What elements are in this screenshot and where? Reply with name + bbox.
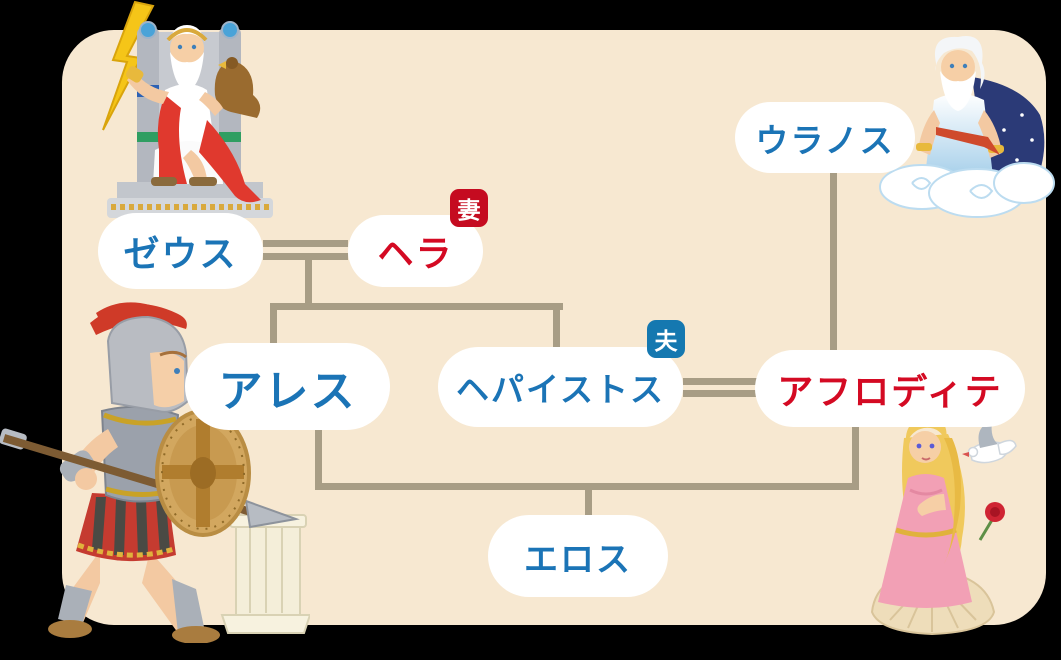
marriage-line-zeus-hera-2: [263, 253, 348, 260]
marriage-line-hephaestus-aphrodite-1: [683, 378, 757, 385]
node-hera: ヘラ: [348, 215, 483, 287]
husband-badge: 夫: [647, 320, 685, 358]
marriage-line-hephaestus-aphrodite-2: [683, 390, 757, 397]
shield-icon: [155, 409, 251, 537]
rose-icon: [978, 502, 1005, 541]
node-zeus: ゼウス: [98, 213, 263, 289]
node-ares-label: アレス: [218, 366, 357, 416]
uranus-illustration: [879, 36, 1055, 218]
zeus-illustration: [102, 0, 273, 218]
wife-badge: 妻: [450, 189, 488, 227]
line-ares-down: [315, 428, 322, 488]
drop-line-zeus-hera-children: [305, 258, 312, 310]
sibling-bar-ares-hephaestus: [270, 303, 563, 310]
husband-badge-label: 夫: [654, 328, 678, 354]
node-eros: エロス: [488, 515, 668, 597]
line-uranus-to-aphrodite: [830, 170, 837, 352]
marriage-line-zeus-hera-1: [263, 240, 348, 247]
node-uranus-label: ウラノス: [755, 121, 895, 159]
node-eros-label: エロス: [524, 540, 632, 579]
line-aphrodite-down: [852, 425, 859, 485]
ares-illustration: [0, 302, 310, 643]
node-aphrodite: アフロディテ: [755, 350, 1025, 427]
lightning-bolt-icon: [102, 0, 155, 131]
aphrodite-illustration: [870, 417, 1017, 636]
drop-line-to-hephaestus: [553, 308, 560, 350]
child-bar-eros: [315, 483, 859, 490]
dove-icon: [962, 422, 1017, 464]
node-hephaestus-label: ヘパイストス: [455, 371, 665, 408]
node-hera-label: ヘラ: [377, 233, 454, 274]
drop-line-to-eros: [585, 488, 592, 518]
clouds: [879, 162, 1055, 218]
wife-badge-label: 妻: [457, 197, 481, 223]
node-aphrodite-label: アフロディテ: [777, 370, 1003, 412]
node-hephaestus: ヘパイストス: [438, 347, 683, 427]
drop-line-to-ares: [270, 308, 277, 346]
column-icon: [220, 514, 310, 634]
node-uranus: ウラノス: [735, 102, 915, 173]
node-ares: アレス: [185, 343, 390, 430]
node-zeus-label: ゼウス: [123, 233, 238, 274]
helmet-icon: [90, 302, 190, 413]
eagle-icon: [214, 58, 261, 118]
